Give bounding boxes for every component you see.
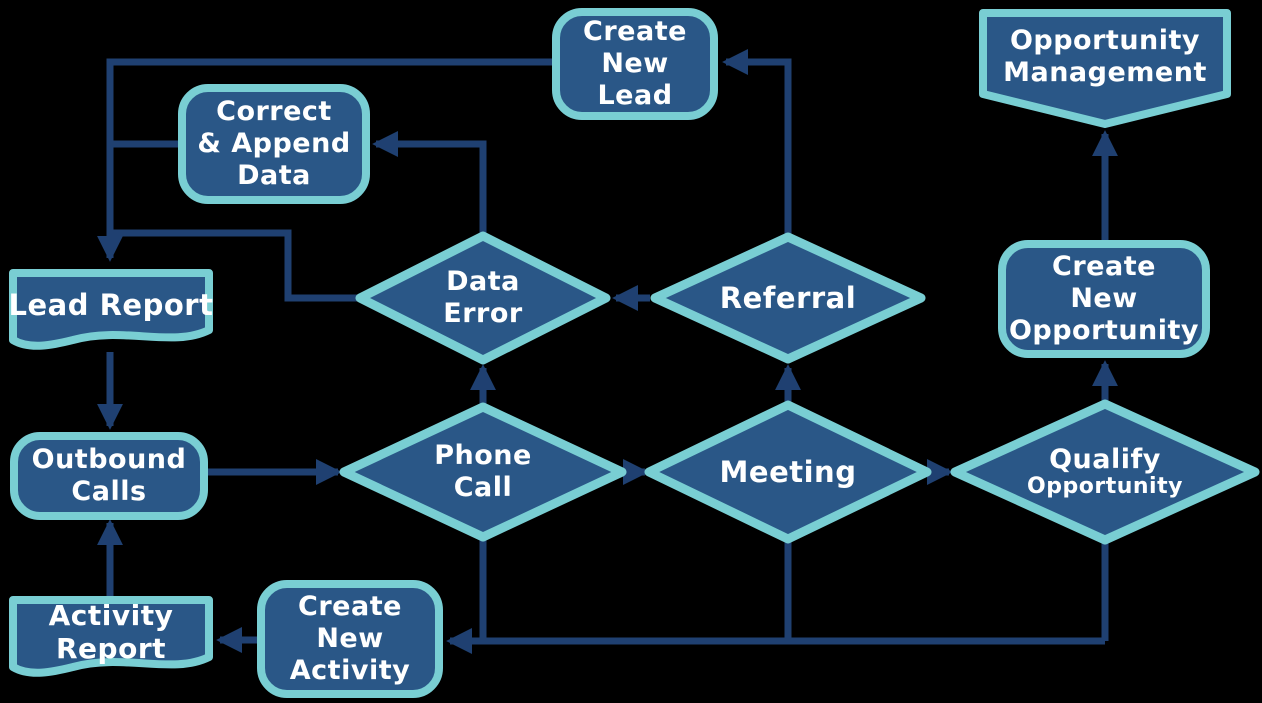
node-outbound-calls-label: Outbound Calls xyxy=(31,444,187,507)
node-phone-call-label: Phone Call xyxy=(434,440,532,503)
node-qualify-opportunity: Qualify Opportunity xyxy=(949,396,1261,548)
node-data-error-label: Data Error xyxy=(443,266,523,329)
node-lead-report-label: Lead Report xyxy=(8,287,214,322)
node-meeting-label: Meeting xyxy=(719,454,857,489)
node-activity-report: Activity Report xyxy=(8,595,214,685)
node-activity-report-label: Activity Report xyxy=(48,598,174,665)
node-opportunity-management: Opportunity Management xyxy=(978,8,1232,130)
node-correct-append-data-label: Correct & Append Data xyxy=(197,96,351,191)
decision-diamond-shape xyxy=(339,402,627,542)
decision-diamond-shape xyxy=(644,400,932,544)
document-shape xyxy=(9,269,213,350)
node-create-new-activity: Create New Activity xyxy=(257,580,443,698)
document-shape xyxy=(9,596,213,677)
decision-diamond-shape xyxy=(355,231,611,365)
connector-data-error-left-to-junction xyxy=(112,229,360,302)
node-correct-append-data: Correct & Append Data xyxy=(178,84,370,204)
node-meeting: Meeting xyxy=(643,398,933,546)
node-data-error: Data Error xyxy=(352,230,614,366)
node-create-new-activity-label: Create New Activity xyxy=(289,591,411,686)
node-phone-call: Phone Call xyxy=(338,400,628,544)
node-create-new-lead-label: Create New Lead xyxy=(583,16,687,111)
node-referral: Referral xyxy=(647,230,929,366)
off-page-connector-shape xyxy=(979,9,1231,128)
node-create-new-opportunity: Create New Opportunity xyxy=(998,240,1210,358)
node-qualify-opportunity-label-line1: Qualify xyxy=(1049,444,1161,476)
connector-junction-to-lead-report xyxy=(97,58,552,262)
node-qualify-opportunity-label-line2: Opportunity xyxy=(1027,473,1183,499)
node-lead-report: Lead Report xyxy=(8,268,214,358)
node-create-new-lead: Create New Lead xyxy=(552,8,718,120)
decision-diamond-shape xyxy=(950,399,1260,545)
node-opportunity-management-label: Opportunity Management xyxy=(1003,24,1207,88)
decision-diamond-shape xyxy=(650,232,926,364)
connector-data-error-to-correct-append xyxy=(372,131,487,240)
connector-referral-to-create-new-lead xyxy=(722,49,792,242)
node-referral-label: Referral xyxy=(719,280,857,315)
node-outbound-calls: Outbound Calls xyxy=(10,432,208,520)
node-create-new-opportunity-label: Create New Opportunity xyxy=(1008,251,1200,346)
